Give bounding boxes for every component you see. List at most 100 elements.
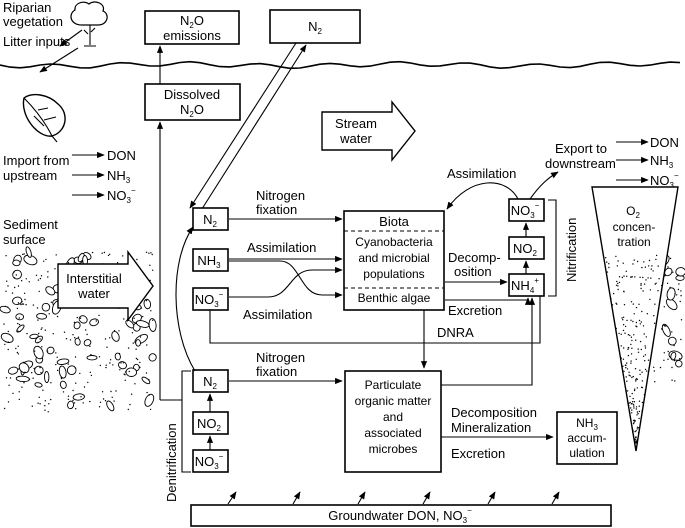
stipple-dot	[641, 371, 643, 373]
cross-arrow-1	[229, 260, 343, 299]
mineralization-label: Mineralization	[451, 420, 531, 435]
sediment-grain	[65, 338, 68, 340]
sediment-grain	[671, 366, 673, 369]
sediment-pebble	[135, 339, 141, 347]
sediment-pebble	[667, 336, 677, 346]
sediment-pebble	[125, 367, 138, 377]
sediment-grain	[129, 403, 131, 406]
stipple-dot	[637, 348, 639, 350]
stipple-dot	[643, 283, 646, 285]
particulate-line-1: Particulate	[365, 378, 422, 392]
sediment-grain	[136, 358, 139, 361]
n2o-emissions-label: emissions	[163, 28, 221, 43]
stipple-dot	[608, 263, 610, 265]
sediment-grain	[104, 338, 107, 340]
sediment-pebble	[144, 393, 155, 407]
stipple-dot	[643, 261, 645, 263]
sediment-grain	[140, 307, 143, 309]
stipple-dot	[641, 310, 643, 313]
sediment-grain	[56, 369, 59, 372]
dnra-arrow	[209, 288, 544, 344]
stipple-dot	[638, 427, 640, 429]
sediment-grain	[67, 395, 70, 397]
sediment-grain	[39, 366, 41, 369]
stipple-dot	[628, 405, 630, 407]
sediment-grain	[3, 407, 6, 410]
sediment-grain	[653, 370, 655, 372]
sediment-grain	[72, 334, 74, 336]
sediment-grain	[79, 317, 82, 319]
biota-title: Biota	[379, 214, 409, 229]
import-label-1: Import from	[3, 153, 69, 168]
sediment-grain	[150, 310, 152, 312]
sediment-grain	[119, 369, 121, 371]
stipple-dot	[635, 406, 638, 408]
sediment-grain	[123, 318, 125, 320]
sediment-grain	[15, 274, 17, 276]
sediment-grain	[76, 316, 79, 319]
stipple-dot	[650, 268, 652, 270]
sediment-grain	[90, 374, 93, 377]
sediment-grain	[44, 405, 46, 407]
sediment-grain	[40, 328, 42, 330]
sediment-grain	[23, 253, 25, 255]
sediment-grain	[31, 372, 33, 374]
biota-line-2: and microbial	[358, 251, 429, 265]
stipple-dot	[631, 276, 633, 278]
sediment-grain	[109, 362, 111, 364]
stipple-dot	[623, 347, 625, 349]
sediment-grain	[37, 319, 39, 321]
stipple-dot	[611, 305, 613, 307]
sediment-grain	[15, 347, 17, 350]
sediment-grain	[24, 298, 26, 301]
stipple-dot	[654, 283, 656, 285]
stipple-dot	[632, 431, 634, 434]
sediment-grain	[40, 275, 43, 277]
o2-gradient-triangle	[591, 186, 679, 452]
sediment-grain	[13, 277, 16, 279]
stipple-dot	[615, 302, 617, 304]
excretion-upper-arrow	[445, 297, 532, 305]
sediment-grain	[32, 304, 35, 306]
sediment-grain	[32, 377, 34, 379]
sediment-pebble	[36, 313, 48, 320]
stipple-dot	[632, 403, 635, 406]
sediment-grain	[669, 286, 671, 289]
sediment-grain	[666, 282, 669, 284]
sediment-grain	[139, 336, 142, 338]
no3-lower-label: NO3−	[195, 452, 224, 471]
sediment-pebble	[78, 315, 88, 324]
sediment-grain	[122, 362, 125, 364]
stipple-dot	[648, 259, 651, 262]
stipple-dot	[642, 355, 645, 357]
stipple-dot	[633, 389, 636, 392]
stipple-dot	[634, 443, 636, 445]
no3-box-right	[508, 198, 545, 222]
sediment-grain	[44, 400, 46, 402]
stipple-dot	[622, 358, 625, 360]
export-nh3: NH3	[650, 153, 674, 170]
sediment-pebble	[665, 298, 678, 311]
sediment-pebble	[89, 318, 99, 327]
stipple-dot	[628, 371, 630, 373]
stipple-dot	[633, 334, 635, 336]
sediment-grain	[7, 306, 9, 308]
stipple-dot	[645, 279, 647, 281]
sediment-grain	[673, 344, 675, 347]
stipple-dot	[645, 336, 647, 338]
sediment-grain	[45, 258, 47, 261]
sediment-grain	[667, 350, 669, 353]
stipple-dot	[623, 370, 625, 372]
sediment-grain	[72, 389, 74, 392]
sediment-grain	[680, 338, 682, 341]
sediment-grain	[56, 315, 59, 318]
sediment-grain	[73, 321, 76, 324]
sediment-grain	[28, 281, 30, 283]
sediment-grain	[101, 391, 104, 393]
sediment-grain	[50, 301, 53, 303]
sediment-grain	[37, 279, 40, 281]
stipple-dot	[627, 347, 629, 349]
sediment-grain	[109, 359, 112, 361]
benthic-algae-label: Benthic algae	[358, 291, 431, 305]
stipple-dot	[644, 368, 647, 371]
